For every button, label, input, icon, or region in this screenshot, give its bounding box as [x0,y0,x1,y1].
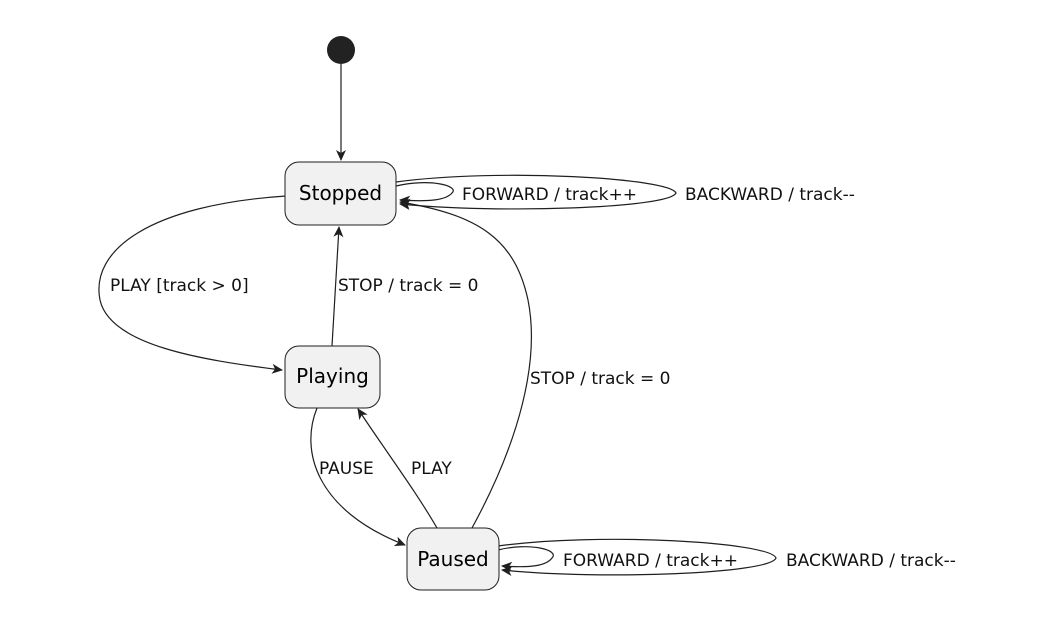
label-playing-to-paused: PAUSE [319,459,374,479]
label-paused-forward: FORWARD / track++ [563,551,738,571]
label-stopped-to-playing: PLAY [track > 0] [110,276,249,296]
label-paused-backward: BACKWARD / track-- [786,551,956,571]
label-stopped-backward: BACKWARD / track-- [685,185,855,205]
edge-stopped-backward-loop [395,174,677,210]
label-paused-to-playing: PLAY [411,459,452,479]
state-paused-label: Paused [417,547,489,571]
edge-playing-to-paused [310,407,406,547]
edge-playing-to-stopped [331,226,344,347]
state-playing-label: Playing [296,364,369,388]
initial-state-dot [327,36,355,64]
label-playing-to-stopped: STOP / track = 0 [338,276,478,296]
label-stopped-forward: FORWARD / track++ [462,185,637,205]
state-playing: Playing [284,345,381,409]
edge-stopped-forward-loop [395,182,454,206]
edge-stopped-to-playing [98,195,287,374]
edge-paused-forward-loop [497,546,554,572]
edge-paused-to-playing [357,408,438,529]
state-stopped: Stopped [284,161,397,226]
edge-paused-backward-loop [497,538,777,576]
state-paused: Paused [406,527,500,591]
state-stopped-label: Stopped [299,181,382,205]
label-paused-to-stopped: STOP / track = 0 [530,369,670,389]
edge-paused-to-stopped [399,198,533,529]
